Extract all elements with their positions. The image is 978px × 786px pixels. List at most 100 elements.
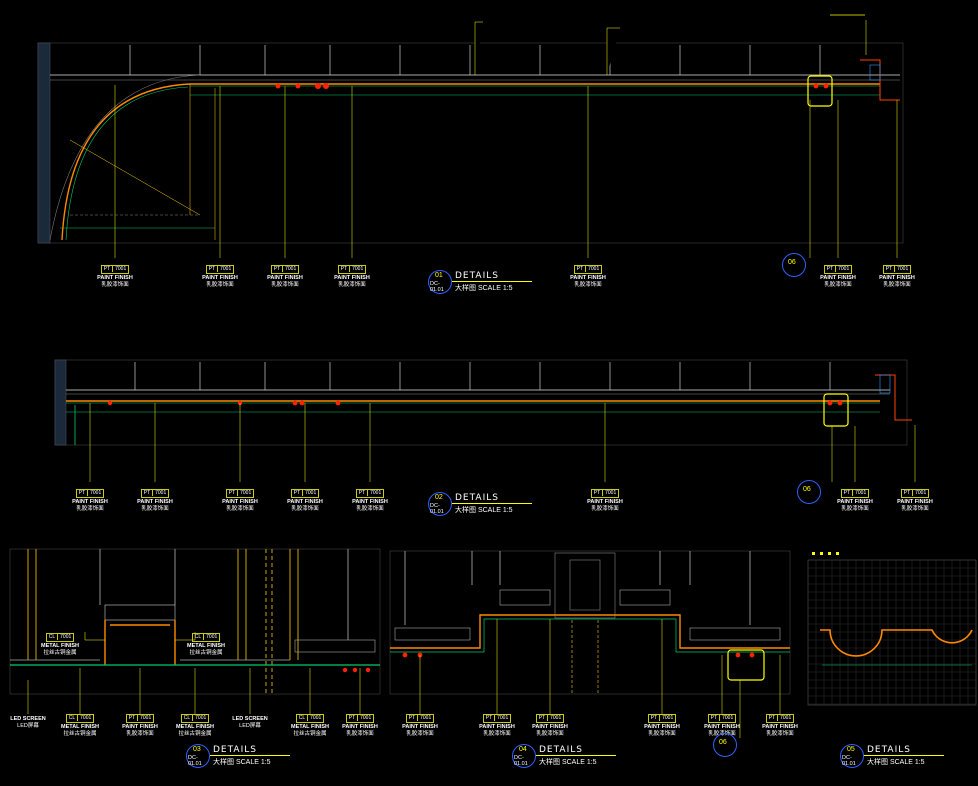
callout-06[interactable]: 06 [797, 480, 821, 504]
finish-name-cn: 乳胶漆饰面 [648, 730, 676, 737]
finish-name-en: METAL FINISH [176, 724, 214, 730]
finish-number: 7001 [80, 715, 92, 721]
finish-code: CL [194, 634, 205, 640]
finish-name-en: METAL FINISH [291, 724, 329, 730]
detail-number: 04 [519, 746, 527, 753]
callout-06[interactable]: 06 [782, 253, 806, 277]
finish-name-en: PAINT FINISH [704, 724, 740, 730]
finish-name-en: PAINT FINISH [222, 499, 258, 505]
finish-number: 7001 [838, 266, 850, 272]
finish-name-en: PAINT FINISH [879, 275, 915, 281]
finish-name-cn: 乳胶漆饰面 [841, 505, 869, 512]
detail-scale: 大样图 SCALE 1:5 [455, 507, 513, 514]
finish-number: 7001 [220, 266, 232, 272]
finish-name-cn: 乳胶漆饰面 [226, 505, 254, 512]
finish-number: 7001 [240, 490, 252, 496]
detail-number: 01 [435, 272, 443, 279]
finish-name-cn: 拉丝古铜金属 [43, 649, 77, 656]
finish-name-cn: 乳胶漆饰面 [536, 730, 564, 737]
finish-number: 7001 [352, 266, 364, 272]
detail-01-drawing [37, 14, 904, 258]
finish-code: PT [485, 715, 496, 721]
finish-number: 7001 [497, 715, 509, 721]
finish-number: 7001 [722, 715, 734, 721]
finish-number: 7001 [588, 266, 600, 272]
finish-name-cn: 乳胶漆饰面 [271, 281, 299, 288]
callout-number: 06 [803, 486, 811, 493]
callout-06[interactable]: 06 [713, 733, 737, 757]
callout-number: 06 [719, 739, 727, 746]
finish-code: PT [576, 266, 587, 272]
finish-name-cn: 乳胶漆饰面 [406, 730, 434, 737]
detail-title: DETAILS [213, 745, 257, 755]
finish-code: PT [538, 715, 549, 721]
finish-number: 7001 [90, 490, 102, 496]
finish-number: 7001 [915, 490, 927, 496]
finish-name-en: PAINT FINISH [97, 275, 133, 281]
finish-name-cn: 乳胶漆饰面 [356, 505, 384, 512]
finish-number: 7001 [60, 634, 72, 640]
finish-name-cn: 拉丝古铜金属 [178, 730, 212, 737]
finish-number: 7001 [605, 490, 617, 496]
callout-number: 06 [788, 259, 796, 266]
detail-scale: 大样图 SCALE 1:5 [213, 759, 271, 766]
finish-code: PT [340, 266, 351, 272]
finish-name-en: PAINT FINISH [402, 724, 438, 730]
detail-05-drawing [807, 552, 977, 706]
finish-code: PT [208, 266, 219, 272]
finish-number: 7001 [206, 634, 218, 640]
sheet-ref: DC-01.01 [430, 503, 444, 515]
finish-code: PT [768, 715, 779, 721]
finish-number: 7001 [155, 490, 167, 496]
finish-code: PT [143, 490, 154, 496]
finish-name-cn: 乳胶漆饰面 [824, 281, 852, 288]
finish-number: 7001 [855, 490, 867, 496]
finish-name-cn: 乳胶漆饰面 [76, 505, 104, 512]
finish-number: 7001 [305, 490, 317, 496]
sheet-ref: DC-01.01 [430, 281, 444, 293]
detail-title: DETAILS [539, 745, 583, 755]
finish-code: PT [348, 715, 359, 721]
finish-code: PT [358, 490, 369, 496]
finish-number: 7001 [140, 715, 152, 721]
finish-number: 7001 [310, 715, 322, 721]
finish-code: PT [293, 490, 304, 496]
finish-name-cn: 拉丝古铜金属 [63, 730, 97, 737]
finish-code: CL [68, 715, 79, 721]
finish-number: 7001 [780, 715, 792, 721]
finish-name-en: PAINT FINISH [644, 724, 680, 730]
led-name-en: LED SCREEN [10, 716, 46, 722]
detail-scale: 大样图 SCALE 1:5 [539, 759, 597, 766]
finish-code: CL [298, 715, 309, 721]
finish-code: PT [128, 715, 139, 721]
finish-number: 7001 [360, 715, 372, 721]
finish-number: 7001 [370, 490, 382, 496]
finish-name-cn: 拉丝古铜金属 [293, 730, 327, 737]
detail-title: DETAILS [867, 745, 911, 755]
